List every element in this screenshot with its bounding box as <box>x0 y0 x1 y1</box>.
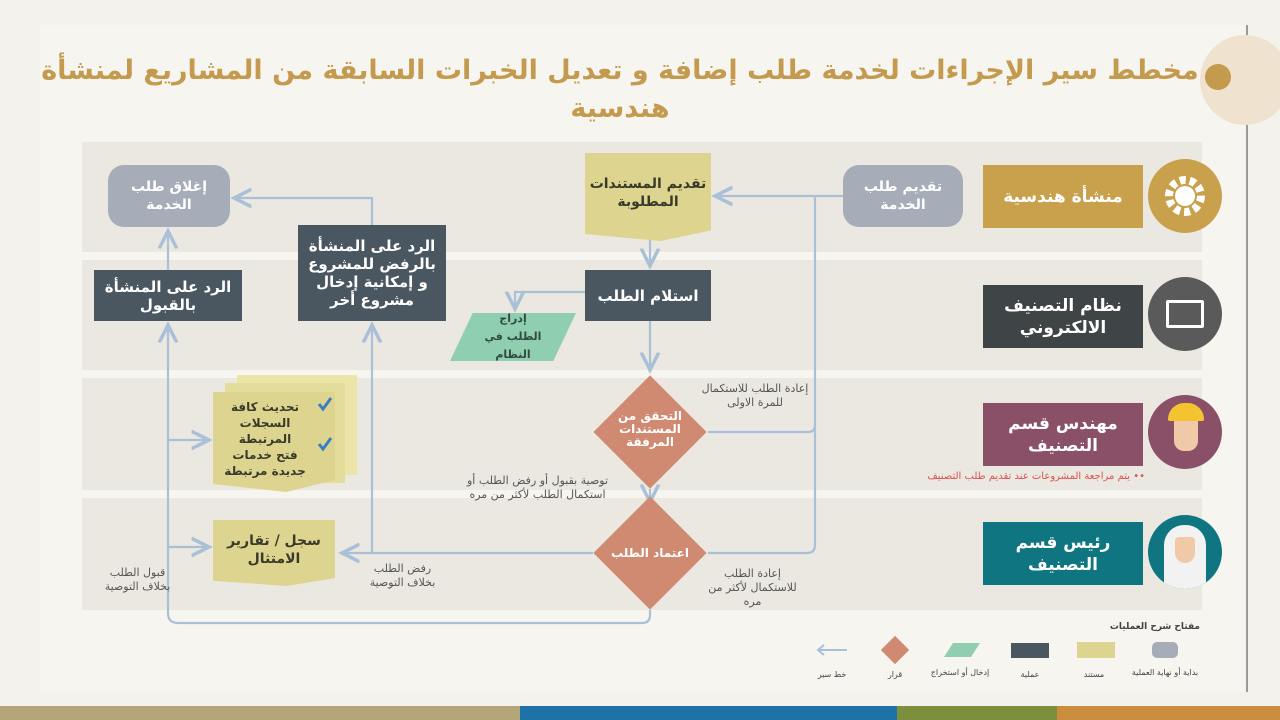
update-records-node: تحديث كافة السجلات المرتبطة فتح خدمات جد… <box>213 392 335 492</box>
submit-documents-node: تقديم المستندات المطلوبة <box>585 153 711 241</box>
checkmark-icon <box>317 437 333 452</box>
reply-accept-node: الرد على المنشأة بالقبول <box>94 270 242 321</box>
footer-bar-orange <box>1057 706 1280 720</box>
legend-label-process: عملية <box>1020 670 1040 679</box>
footer-bar-blue <box>520 706 897 720</box>
edge-label-return-first: إعادة الطلب للاستكمال للمرة الاولى <box>701 382 809 409</box>
edge-label-accept-against: قبول الطلب بخلاف التوصية <box>104 566 171 593</box>
page-title: مخطط سير الإجراءات لخدمة طلب إضافة و تعد… <box>41 55 1199 124</box>
legend-label-io: إدخال أو استخراج <box>930 668 990 677</box>
divider <box>1246 25 1248 692</box>
engineer-gear-icon <box>1148 159 1222 233</box>
open-services-text: فتح خدمات جديدة مرتبطة <box>224 448 306 478</box>
legend-document-shape <box>1077 642 1115 658</box>
verify-documents-label: التحقق من المستندات المرفقة <box>617 409 683 449</box>
legend-terminal-shape <box>1152 642 1178 658</box>
edge-label-return-more: إعادة الطلب للاستكمال لأكثر من مره <box>708 567 797 608</box>
hard-hat-worker-icon <box>1148 395 1222 469</box>
lane-label-classification-head: رئيس قسم التصنيف <box>983 522 1143 585</box>
update-records-text: تحديث كافة السجلات المرتبطة <box>230 400 300 446</box>
edge-label-recommend: توصية بقبول أو رفض الطلب أو استكمال الطل… <box>466 474 609 501</box>
lane-label-engineering-firm: منشأة هندسية <box>983 165 1143 228</box>
legend-label-decision: قرار <box>887 670 903 679</box>
edge-label-reject-against: رفض الطلب بخلاف التوصية <box>369 562 436 589</box>
receive-request-node: استلام الطلب <box>585 270 711 321</box>
lane-note: •• يتم مراجعة المشروعات عند تقديم طلب ال… <box>927 471 1145 482</box>
lane-label-classification-engineer: مهندس قسم التصنيف <box>983 403 1143 466</box>
footer-bar-tan <box>0 706 520 720</box>
footer-bar-green <box>897 706 1057 720</box>
legend-process-shape <box>1011 643 1049 658</box>
approve-request-label: اعتماد الطلب <box>610 546 689 560</box>
compliance-reports-node: سجل / تقارير الامتثال <box>213 520 335 586</box>
submit-request-node: تقديم طلب الخدمة <box>843 165 963 227</box>
saudi-official-icon <box>1148 515 1222 589</box>
legend-label-terminal: بداية أو نهاية العملية <box>1131 668 1199 677</box>
checkmark-icon <box>317 397 333 412</box>
close-request-node: إغلاق طلب الخدمة <box>108 165 230 227</box>
reply-reject-node: الرد على المنشأة بالرفض للمشروع و إمكاني… <box>298 225 446 321</box>
legend-title: مفتاح شرح العمليات <box>1109 622 1200 632</box>
legend-label-flow-line: خط سير <box>817 670 847 679</box>
computer-monitor-icon <box>1148 277 1222 351</box>
lane-label-classification-system: نظام التصنيف الالكتروني <box>983 285 1143 348</box>
legend-arrow-icon <box>816 644 847 656</box>
legend-label-document: مستند <box>1083 670 1105 679</box>
legend-io-shape <box>944 643 980 657</box>
title-bullet-icon <box>1205 64 1231 90</box>
insert-request-node: إدراج الطلب في النظام <box>450 313 576 361</box>
